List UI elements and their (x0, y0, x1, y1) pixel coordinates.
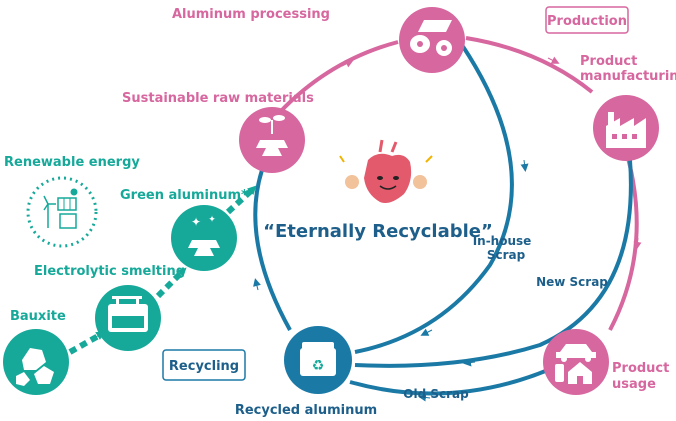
label-product-usage-2: usage (612, 377, 656, 392)
node-bauxite: Bauxite (3, 309, 69, 395)
node-renewable-energy: Renewable energy (4, 155, 140, 248)
node-sustainable-raw-materials: Sustainable raw materials (122, 91, 314, 173)
legend-recycling: Recycling (162, 349, 246, 381)
green-path (68, 185, 257, 355)
label-inhouse-scrap-2: Scrap (487, 248, 526, 262)
recycle-bin-icon: ♻ (300, 342, 336, 376)
wind-solar-icon (43, 188, 78, 229)
factory-icon (606, 112, 646, 148)
svg-text:✦: ✦ (191, 215, 201, 229)
car-house-can-icon (555, 344, 596, 384)
node-product-usage: Product usage (543, 329, 669, 395)
label-old-scrap: Old Scrap (403, 387, 469, 401)
sprout-ingots-icon (256, 115, 288, 156)
label-bauxite: Bauxite (10, 309, 66, 324)
center-title: “Eternally Recyclable” (263, 221, 493, 242)
label-product-usage-1: Product (612, 361, 669, 376)
node-electrolytic-smelting: Electrolytic smelting (34, 264, 185, 351)
recycling-flow (253, 43, 633, 402)
label-new-scrap: New Scrap (536, 275, 608, 289)
label-electrolytic-smelting: Electrolytic smelting (34, 264, 185, 279)
smelting-tank-icon (108, 296, 148, 332)
legend-recycling-label: Recycling (169, 359, 239, 374)
label-renewable-energy: Renewable energy (4, 155, 140, 170)
legend-production: Production (545, 6, 629, 34)
svg-text:♻: ♻ (312, 358, 325, 374)
legend-production-label: Production (547, 14, 627, 29)
node-green-aluminum: ✦ ✦ Green aluminum* (120, 188, 248, 271)
sparkle-ingots-icon: ✦ ✦ (188, 215, 220, 256)
node-product-manufacturing: Product manufacturing (580, 54, 676, 161)
coil-sheet-gear-icon (410, 20, 452, 56)
label-green-aluminum: Green aluminum* (120, 188, 248, 203)
svg-text:✦: ✦ (208, 215, 216, 225)
label-sustainable-raw-materials: Sustainable raw materials (122, 91, 314, 106)
node-recycled-aluminum: ♻ Recycled aluminum (235, 326, 377, 418)
ore-icon (16, 348, 54, 386)
label-aluminum-processing: Aluminum processing (172, 7, 330, 22)
label-product-manufacturing-1: Product (580, 54, 637, 69)
label-recycled-aluminum: Recycled aluminum (235, 403, 377, 418)
label-product-manufacturing-2: manufacturing (580, 69, 676, 84)
mascot-can (339, 139, 433, 203)
label-inhouse-scrap-1: In-house (473, 234, 532, 248)
node-aluminum-processing: Aluminum processing (172, 7, 465, 73)
